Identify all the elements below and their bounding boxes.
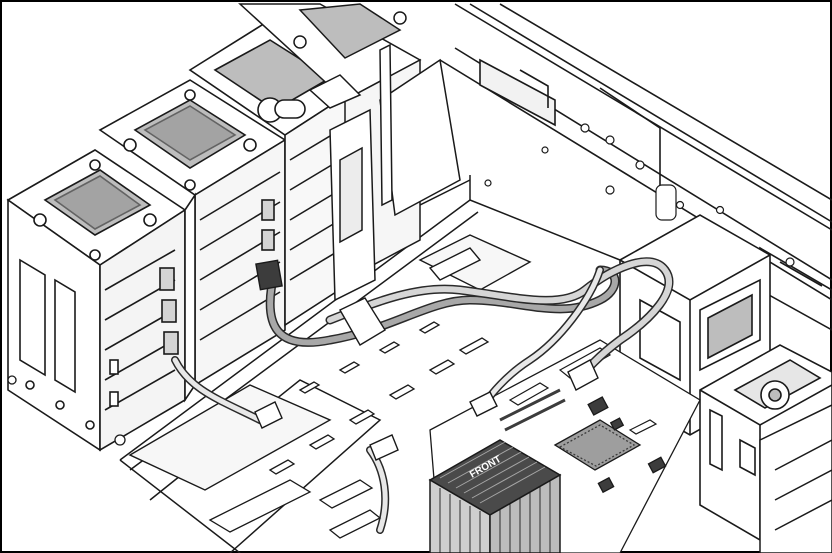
lower-left-details <box>7 375 382 539</box>
drive-cage-2 <box>98 79 287 403</box>
rear-io-block <box>759 404 832 553</box>
cable-connectors <box>254 247 599 461</box>
data-cables <box>171 257 674 534</box>
expansion-slot-bracket <box>329 43 461 302</box>
drive-cage-1 <box>6 149 187 452</box>
cpu-heatsink <box>428 439 562 553</box>
floor-slots <box>258 321 490 475</box>
